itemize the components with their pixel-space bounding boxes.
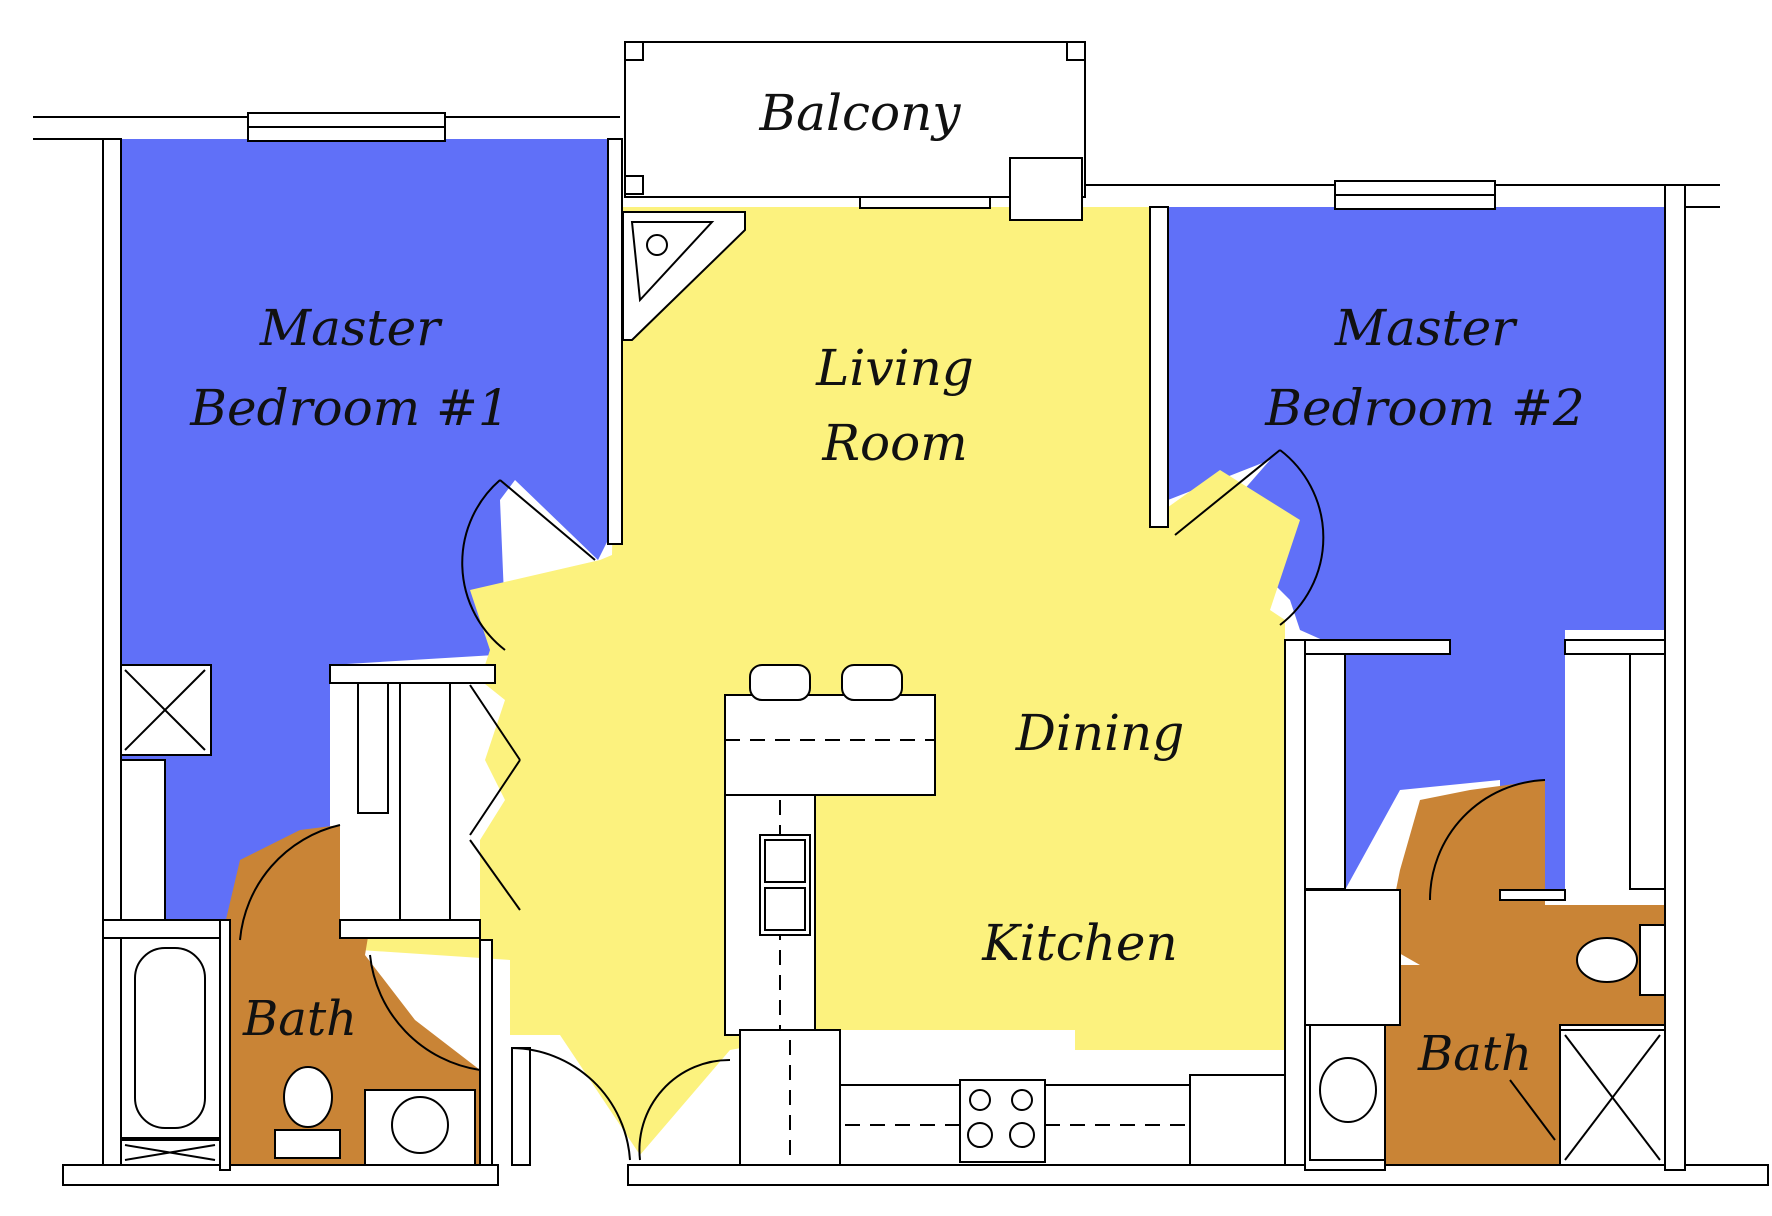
- bath-2-pointer: [1509, 1079, 1556, 1141]
- master-bedroom-1-label-line2: Bedroom #1: [189, 379, 509, 437]
- master-bedroom-2-label-line1: Master: [1334, 299, 1518, 357]
- fireplace: [622, 211, 746, 341]
- balcony-label: Balcony: [758, 84, 961, 142]
- master-bedroom-1-label-line1: Master: [259, 299, 443, 357]
- living-room-label-line2: Room: [821, 414, 967, 472]
- stool-icon: [841, 664, 903, 701]
- doors: [239, 449, 1546, 1161]
- living-dining-kitchen-area: [360, 207, 1300, 1155]
- living-room-label-line1: Living: [815, 339, 974, 397]
- kitchen-label: Kitchen: [981, 914, 1177, 972]
- bath-1-label: Bath: [242, 991, 357, 1047]
- balcony: [624, 41, 1086, 221]
- bath-1-area: [220, 825, 480, 1165]
- bath-2-area: [1385, 780, 1670, 1165]
- toilet-icon: [1576, 937, 1638, 983]
- refrigerator-icon: [1189, 1074, 1286, 1166]
- bath-2-label: Bath: [1417, 1026, 1532, 1082]
- toilet-icon: [283, 1066, 333, 1128]
- master-bedroom-1-area: [121, 139, 608, 920]
- windows: [247, 112, 1496, 210]
- master-bedroom-2-label-line2: Bedroom #2: [1264, 379, 1584, 437]
- stool-icon: [749, 664, 811, 701]
- dining-label: Dining: [1015, 704, 1184, 762]
- fixtures: [120, 664, 1666, 1166]
- master-bedroom-2-area: [1168, 207, 1665, 890]
